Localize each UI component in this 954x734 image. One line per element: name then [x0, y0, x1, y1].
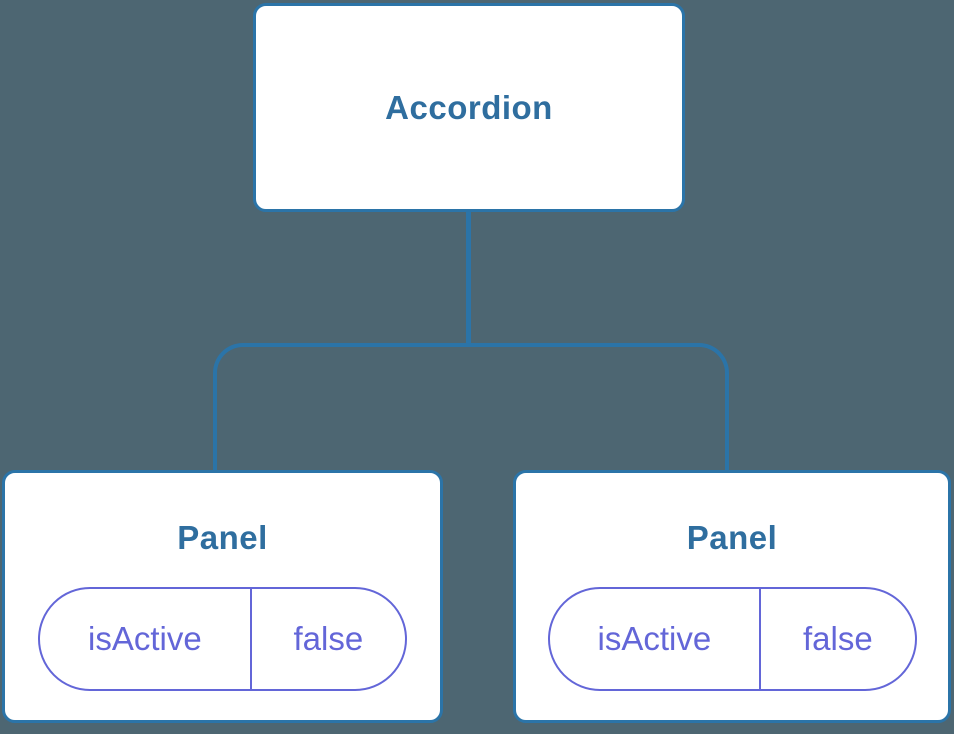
accordion-node: Accordion [253, 3, 685, 212]
prop-pill: isActive false [38, 587, 407, 691]
tree-connector-bracket [213, 343, 729, 474]
panel-node-label: Panel [177, 519, 268, 556]
prop-value: false [802, 620, 873, 657]
panel-node-left: Panel isActive false [2, 470, 443, 723]
panel-node-label: Panel [686, 519, 778, 556]
accordion-node-label: Accordion [385, 88, 553, 126]
panel-node-right: Panel isActive false [513, 470, 951, 723]
tree-connector-stem [466, 210, 471, 347]
prop-name: isActive [550, 589, 762, 689]
prop-name: isActive [40, 589, 252, 689]
prop-pill: isActive false [547, 587, 917, 691]
prop-value: false [293, 620, 364, 657]
